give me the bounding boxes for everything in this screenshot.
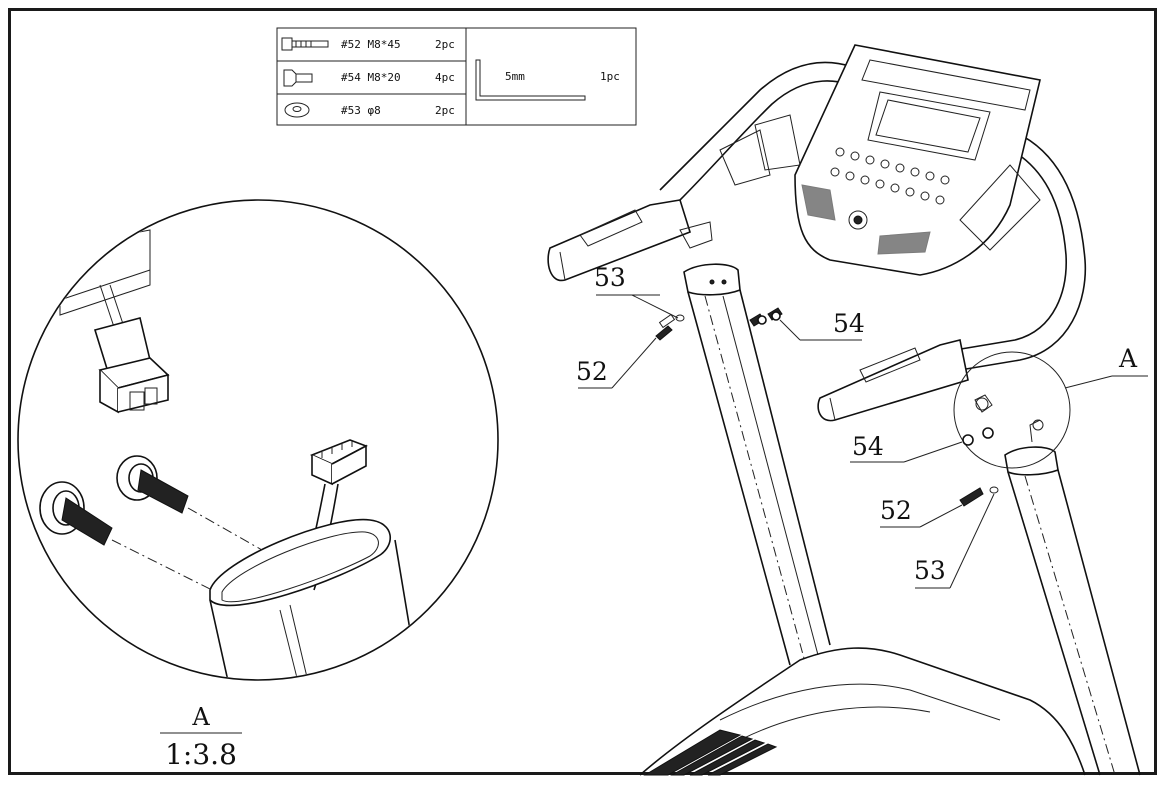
svg-text:52: 52 [880, 496, 912, 525]
bolt-detail-1 [39, 481, 113, 546]
callout-left-54: 54 [779, 309, 865, 341]
bolt-long-icon [281, 37, 329, 51]
callout-left-53: 53 [594, 263, 679, 319]
tool-size: 5mm [505, 70, 525, 83]
part-54-label: #54 M8*20 [341, 71, 401, 84]
svg-text:53: 53 [594, 263, 626, 292]
left-upright [683, 263, 831, 666]
svg-text:53: 53 [914, 556, 946, 585]
drawing-frame [8, 8, 1157, 775]
detail-label: A [191, 703, 210, 731]
console-buttons [830, 147, 950, 230]
callout-left-52: 52 [576, 337, 657, 389]
right-upright [1004, 419, 1141, 776]
upright-tube-detail [209, 518, 421, 679]
part-53-qty: 2pc [435, 104, 455, 117]
svg-text:52: 52 [576, 357, 608, 386]
callout-right-53: 53 [914, 493, 995, 589]
tool-qty: 1pc [600, 70, 620, 83]
part-54-qty: 4pc [435, 71, 455, 84]
deck-stripes [643, 729, 778, 776]
callout-right-54: 54 [850, 432, 963, 463]
callout-right-52: 52 [880, 496, 963, 528]
connector-lower [309, 439, 368, 486]
left-hardware [655, 307, 783, 341]
svg-text:54: 54 [833, 309, 865, 338]
allen-key-icon [475, 59, 586, 101]
detail-a-marker: A [953, 344, 1148, 469]
part-52-qty: 2pc [435, 38, 455, 51]
right-hardware [959, 427, 999, 507]
part-53-label: #53 φ8 [341, 104, 381, 117]
detail-view-a: A 1:3.8 [17, 199, 499, 771]
treadmill-base [639, 647, 1086, 776]
detail-scale: 1:3.8 [165, 738, 237, 771]
hardware-table: #52 M8*45 2pc #54 M8*20 4pc #53 φ8 2pc 5… [276, 27, 637, 126]
treadmill-console [547, 44, 1087, 422]
svg-text:54: 54 [852, 432, 884, 461]
bolt-detail-2 [116, 455, 189, 514]
connector-upper [93, 317, 170, 414]
washer-icon [284, 102, 310, 118]
part-52-label: #52 M8*45 [341, 38, 401, 51]
callout-a: A [1118, 344, 1138, 373]
bolt-short-icon [283, 69, 313, 87]
